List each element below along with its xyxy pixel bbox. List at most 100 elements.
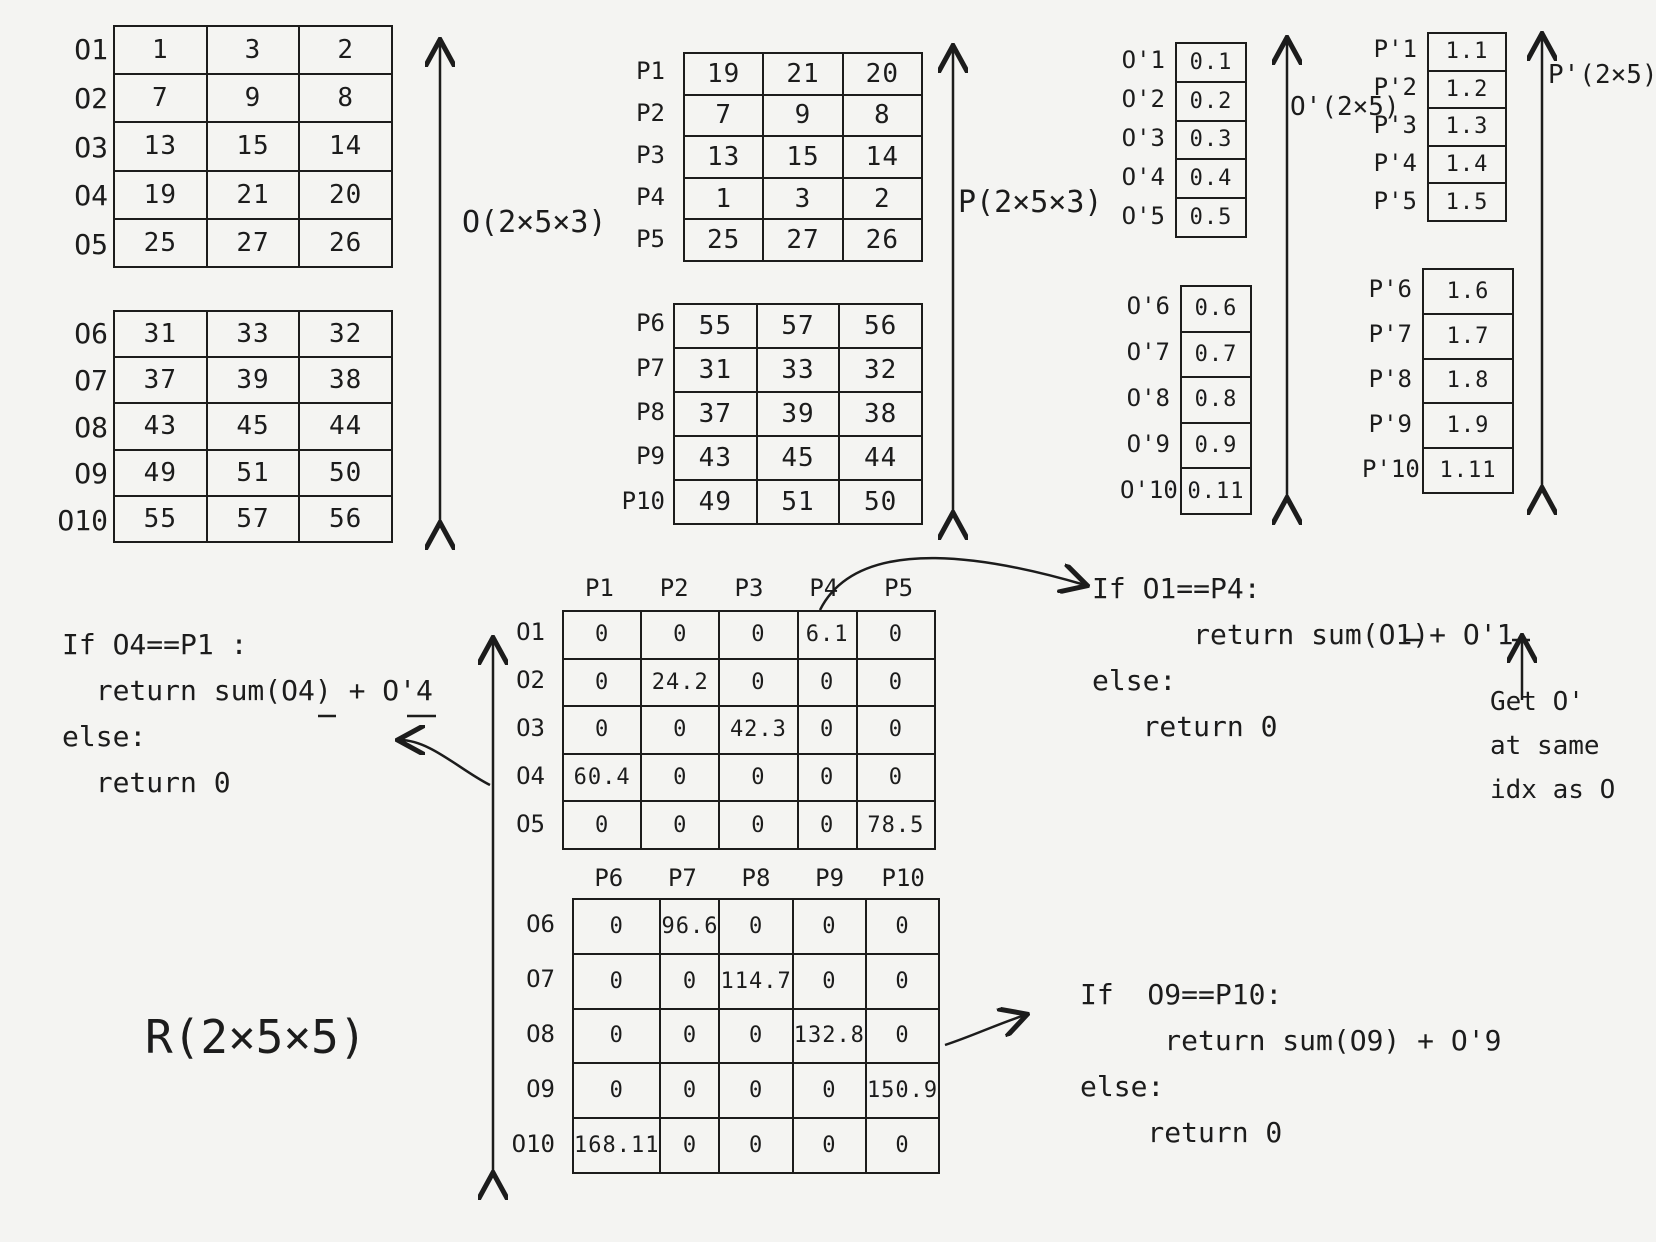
matrix-cell: 96.6 [659, 898, 721, 955]
row-label: O7 [526, 964, 555, 993]
matrix-cell: 33 [205, 309, 301, 359]
row-label: P9 [636, 442, 665, 471]
row-label: O9 [526, 1075, 555, 1104]
o-prime-dimension-label: O'(2×5) [1290, 92, 1400, 122]
matrix-cell: 0 [640, 800, 721, 850]
row-label: O9 [74, 457, 108, 491]
row-label: P'4 [1373, 149, 1417, 177]
matrix-cell: 45 [205, 402, 301, 451]
code-left: If O4==P1 : return sum(O4) + O'4 else: r… [62, 628, 433, 799]
matrix-cell: 8 [298, 73, 393, 124]
matrix-cell: 0 [864, 952, 941, 1010]
matrix-cell: 0 [791, 898, 867, 955]
matrix-cell: 132.8 [791, 1007, 867, 1065]
matrix-cell: 7 [682, 93, 765, 138]
matrix-cell: 0 [855, 610, 937, 660]
matrix-cell: 0 [864, 898, 941, 955]
matrix-cell: 0 [718, 1062, 794, 1120]
matrix-cell: 1 [682, 176, 765, 221]
row-label: O'8 [1126, 384, 1170, 412]
row-label: P4 [636, 183, 665, 211]
row-label: P'6 [1368, 274, 1412, 303]
row-label: O7 [74, 363, 108, 397]
matrix-row: 0.1 [1175, 42, 1247, 83]
matrix-cell: 0 [571, 952, 662, 1010]
column-label: P2 [659, 574, 689, 602]
code-bottom-right: If O9==P10: return sum(O9) + O'9 else: r… [1080, 978, 1502, 1149]
matrix-cell: 49 [113, 448, 208, 497]
matrix-cell: 78.5 [855, 800, 937, 850]
matrix-row: 1.7 [1422, 312, 1514, 360]
row-label: O'9 [1126, 430, 1170, 458]
matrix-cell: 9 [205, 73, 301, 124]
row-label: P10 [621, 486, 665, 515]
matrix-cell: 0 [571, 898, 662, 955]
matrix-cell: 0 [561, 705, 643, 755]
matrix-cell: 13 [113, 121, 208, 172]
matrix-cell: 57 [755, 303, 841, 349]
column-label: P9 [815, 864, 845, 892]
row-label: O'5 [1121, 202, 1165, 231]
column-label: P3 [734, 574, 764, 602]
column-label: P4 [809, 574, 839, 602]
row-label: P'7 [1368, 319, 1412, 348]
row-label: P2 [636, 99, 665, 127]
matrix-row: 0.4 [1175, 158, 1247, 200]
row-label: O'10 [1120, 476, 1178, 504]
matrix-cell: 19 [113, 169, 208, 220]
row-label: O10 [57, 503, 108, 537]
matrix-cell: 0 [659, 1062, 721, 1120]
matrix-cell: 27 [762, 218, 844, 262]
matrix-cell: 38 [298, 356, 393, 405]
row-label: P'3 [1373, 111, 1417, 139]
matrix-cell: 50 [838, 479, 923, 525]
matrix-cell: 33 [755, 347, 841, 393]
matrix-cell: 150.9 [864, 1062, 941, 1120]
matrix-cell: 26 [841, 218, 924, 262]
matrix-cell: 56 [838, 303, 923, 349]
matrix-cell: 7 [113, 73, 208, 124]
matrix-cell: 21 [762, 52, 844, 96]
matrix-cell: 1.6 [1422, 268, 1514, 315]
matrix-cell: 0 [561, 800, 643, 850]
matrix-cell: 19 [682, 52, 765, 96]
matrix-cell: 0 [796, 752, 858, 803]
matrix-cell: 0 [640, 610, 721, 660]
matrix-cell: 0 [791, 952, 867, 1010]
matrix-row: 0.9 [1180, 421, 1252, 470]
row-label: O4 [516, 762, 545, 790]
arrow-to-top-right-code [818, 556, 1085, 611]
row-label: O2 [74, 81, 108, 115]
row-label: O'6 [1126, 292, 1170, 320]
row-label: P6 [636, 309, 665, 338]
p-dimension-label: P(2×5×3) [958, 185, 1103, 220]
matrix-cell: 0 [791, 1062, 867, 1120]
matrix-cell: 0 [718, 1007, 794, 1065]
matrix-row: 1.3 [1427, 107, 1507, 147]
matrix-cell: 0 [718, 1117, 794, 1174]
matrix-cell: 0 [659, 1007, 721, 1065]
matrix-cell: 0.6 [1180, 285, 1252, 333]
matrix-row: 1.1 [1427, 32, 1507, 72]
matrix-cell: 0 [571, 1007, 662, 1065]
matrix-cell: 0 [791, 1117, 867, 1174]
matrix-cell: 3 [205, 24, 301, 76]
matrix-cell: 0.8 [1180, 376, 1252, 424]
